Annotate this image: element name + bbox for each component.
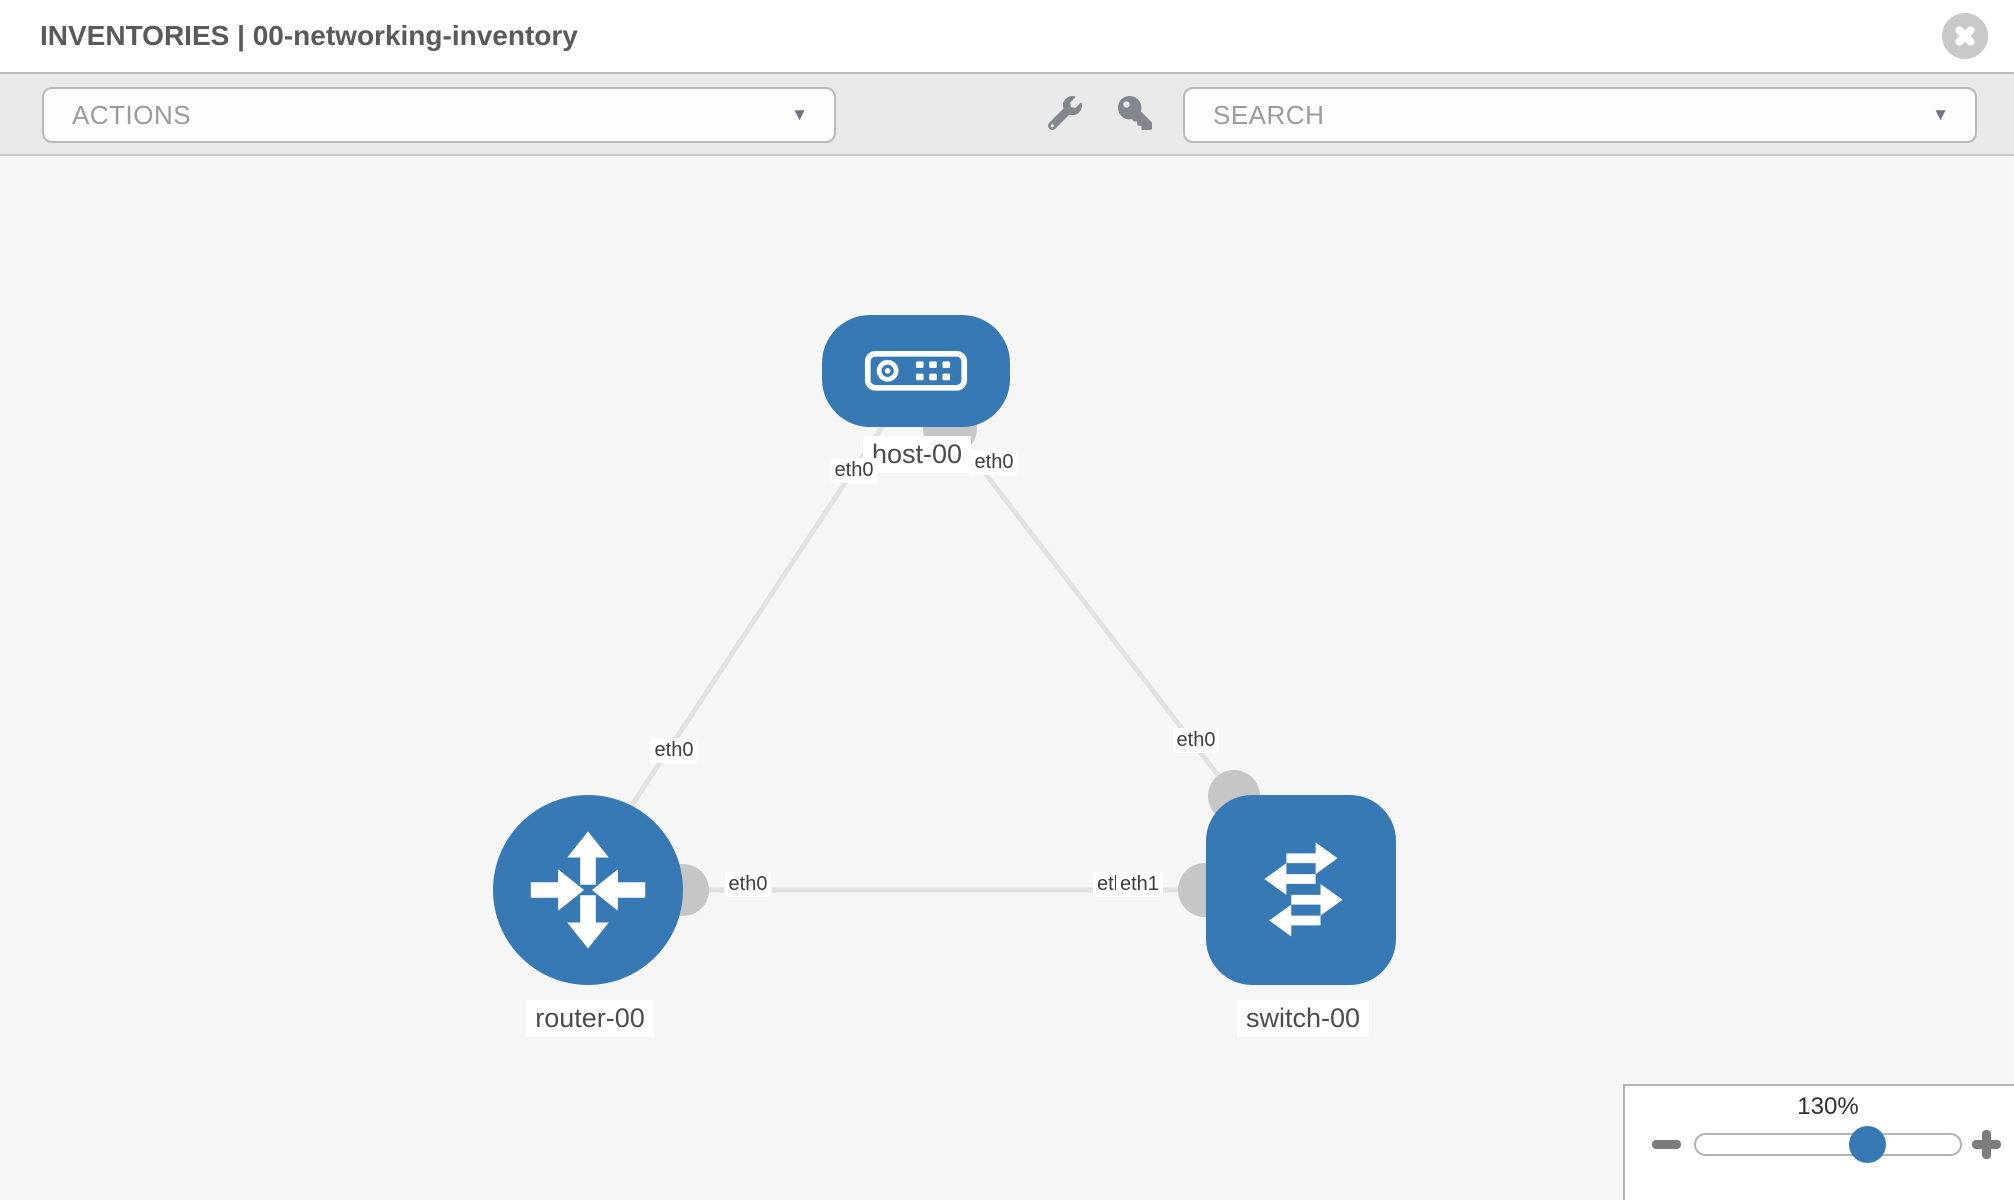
iface-label-router-right: eth0 — [724, 872, 772, 897]
search-dropdown-value: SEARCH — [1213, 100, 1325, 130]
zoom-control-panel: 130% — [1623, 1084, 2014, 1200]
zoom-level-value: 130% — [1797, 1093, 1859, 1120]
actions-dropdown[interactable]: ACTIONS ▼ — [42, 87, 836, 143]
chevron-down-icon: ▼ — [791, 105, 808, 124]
router-arrows-icon — [530, 831, 646, 949]
iface-label-router-up: eth0 — [650, 738, 698, 763]
close-icon[interactable] — [1942, 13, 1988, 59]
topology-canvas[interactable]: host-00 router-00 switch-00 eth0 eth0 et… — [0, 156, 2014, 1200]
search-dropdown[interactable]: SEARCH ▼ — [1183, 87, 1977, 143]
switch-arrows-icon — [1264, 842, 1343, 937]
zoom-out-minus-icon[interactable] — [1652, 1140, 1681, 1149]
iface-label-switch-up: eth0 — [1172, 728, 1220, 753]
configure-wrench-icon[interactable] — [1047, 96, 1084, 132]
iface-label-host-left: eth0 — [830, 458, 878, 483]
node-label-switch: switch-00 — [1236, 1000, 1370, 1037]
node-router-00[interactable] — [493, 795, 683, 985]
page-title: INVENTORIES | 00-networking-inventory — [40, 20, 578, 51]
panel-header: INVENTORIES | 00-networking-inventory — [0, 0, 2014, 72]
actions-dropdown-value: ACTIONS — [72, 100, 192, 130]
links-layer — [627, 401, 1260, 917]
zoom-in-plus-icon[interactable] — [1972, 1130, 2001, 1159]
iface-label-host-right: eth0 — [970, 450, 1018, 475]
node-switch-00[interactable] — [1206, 795, 1396, 985]
zoom-slider-thumb[interactable] — [1849, 1126, 1886, 1163]
host-server-icon — [864, 351, 968, 391]
iface-label-switch-left: eth1 — [1116, 872, 1163, 897]
node-label-router: router-00 — [526, 1000, 654, 1037]
credentials-key-icon[interactable] — [1118, 96, 1154, 132]
zoom-slider-track[interactable] — [1694, 1133, 1962, 1156]
node-label-host: host-00 — [862, 436, 972, 473]
node-host-00[interactable] — [822, 315, 1010, 427]
toolbar: ACTIONS ▼ SEARCH ▼ — [0, 72, 2014, 156]
chevron-down-icon: ▼ — [1932, 105, 1949, 124]
